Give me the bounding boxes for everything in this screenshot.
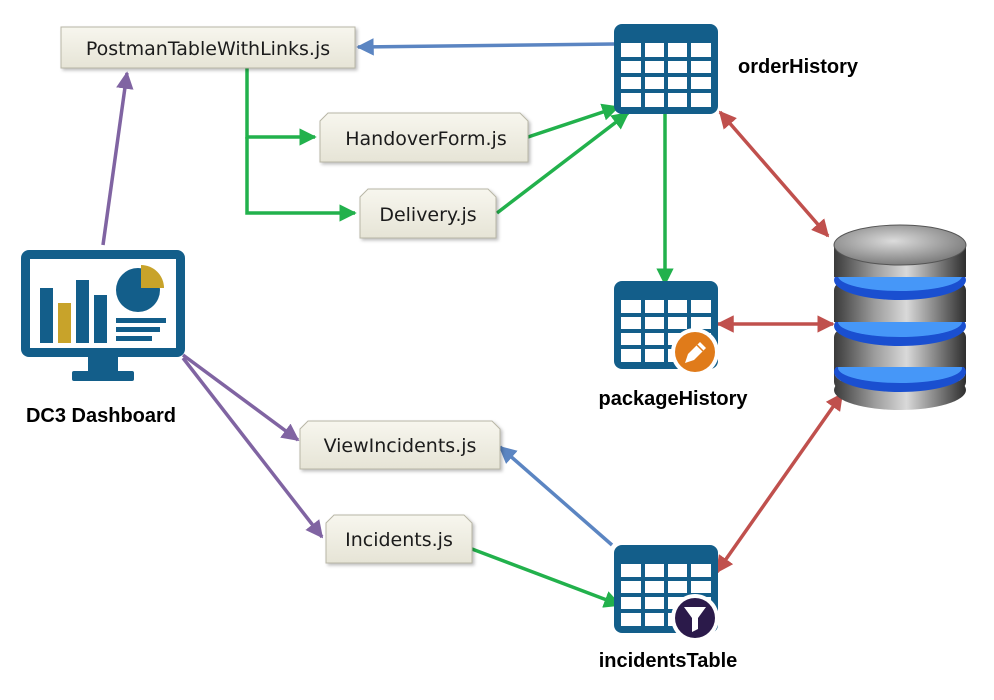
arrow-incidentstable-database <box>715 392 844 574</box>
file-postman[interactable]: PostmanTableWithLinks.js <box>60 26 356 69</box>
arrow-incidentstable-to-viewincidents <box>498 445 614 547</box>
file-handover[interactable]: HandoverForm.js <box>319 112 529 163</box>
dashboard-label: DC3 Dashboard <box>26 405 176 427</box>
table-icon <box>614 24 718 114</box>
arrow-dashboard-to-incidents <box>181 356 324 539</box>
table-package-history-label: packageHistory <box>599 388 749 410</box>
connectors <box>101 38 844 608</box>
filter-icon <box>671 594 719 642</box>
database-icon[interactable] <box>833 224 967 410</box>
file-postman-label: PostmanTableWithLinks.js <box>86 38 330 60</box>
file-view-incidents[interactable]: ViewIncidents.js <box>299 420 501 470</box>
arrow-delivery-to-orderhistory <box>495 111 630 215</box>
table-order-history[interactable]: orderHistory <box>614 24 859 114</box>
arrow-handover-to-orderhistory <box>527 103 620 139</box>
file-incidents[interactable]: Incidents.js <box>325 514 473 564</box>
table-incidents-label: incidentsTable <box>599 650 738 672</box>
monitor-dashboard-icon <box>21 250 185 381</box>
arrow-postman-to-handover <box>245 68 317 146</box>
dashboard-node[interactable]: DC3 Dashboard <box>21 250 185 427</box>
arrow-orderhistory-to-postman <box>356 38 615 56</box>
file-handover-label: HandoverForm.js <box>345 128 506 150</box>
file-incidents-label: Incidents.js <box>345 529 453 551</box>
pencil-icon <box>671 328 719 376</box>
arrow-orderhistory-database <box>718 110 830 238</box>
table-order-history-label: orderHistory <box>738 56 859 78</box>
file-delivery[interactable]: Delivery.js <box>359 188 497 239</box>
file-view-incidents-label: ViewIncidents.js <box>324 435 477 457</box>
arrow-dashboard-to-postman <box>101 71 134 246</box>
table-package-history[interactable]: packageHistory <box>599 281 749 410</box>
arrow-dashboard-to-viewincidents <box>181 353 300 442</box>
file-delivery-label: Delivery.js <box>379 204 476 226</box>
table-incidents[interactable]: incidentsTable <box>599 545 738 672</box>
arrow-incidents-to-incidentstable <box>471 547 622 608</box>
arrow-postman-to-delivery <box>245 137 357 222</box>
